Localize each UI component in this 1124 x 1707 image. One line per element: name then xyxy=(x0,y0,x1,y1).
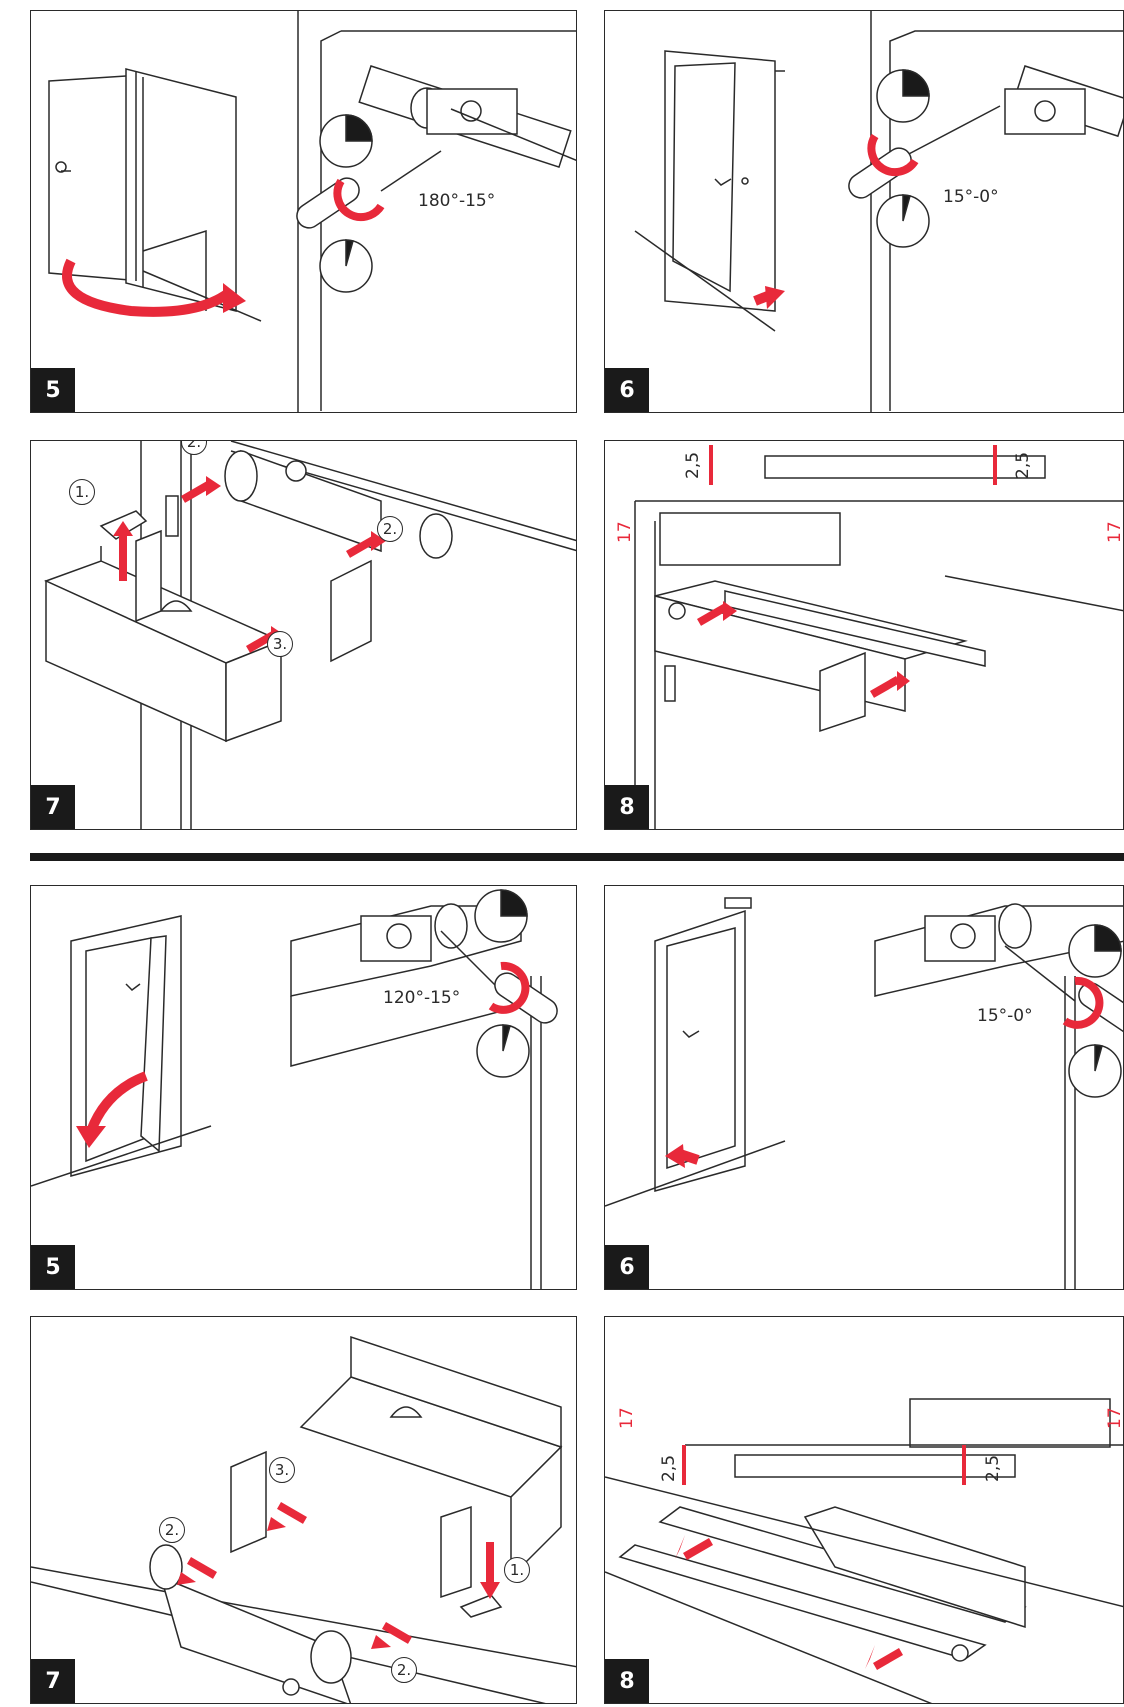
dim-offset-right: 17 xyxy=(1105,521,1124,543)
cover-assembly-illustration xyxy=(44,441,576,829)
dim-offset-right: 17 xyxy=(1105,1407,1124,1429)
panel-step-5-bottom: 120°-15° 5 xyxy=(30,885,577,1290)
rotate-arrow-icon xyxy=(488,961,530,1014)
door-icon xyxy=(634,50,785,332)
door-closer-icon xyxy=(149,1544,352,1703)
rotate-arrow-icon xyxy=(333,178,385,222)
cover-plate-icon xyxy=(299,1335,563,1579)
rotate-arrow-icon xyxy=(62,258,235,317)
door-opening-illustration xyxy=(31,889,558,1289)
cover-assembly-illustration xyxy=(31,1335,576,1703)
step-number-badge: 6 xyxy=(605,1245,649,1289)
door-closing-illustration xyxy=(634,11,1123,412)
cover-plate-icon xyxy=(44,546,283,743)
panel-step-6-bottom: 15°-0° 6 xyxy=(604,885,1124,1290)
cover-plate-icon xyxy=(330,559,372,663)
step-number-badge: 5 xyxy=(31,368,75,412)
dim-gap-right: 2,5 xyxy=(1013,451,1033,479)
dim-gap-right: 2,5 xyxy=(983,1454,1003,1482)
step-number-badge: 7 xyxy=(31,785,75,829)
door-closer-icon xyxy=(290,903,522,997)
angle-label: 15°-0° xyxy=(975,1006,1035,1026)
dim-offset-left: 17 xyxy=(615,521,635,543)
angle-label: 180°-15° xyxy=(416,191,498,211)
panel-step-7-top: 1. 2. 2. 3. 7 xyxy=(30,440,577,830)
dim-offset-left: 17 xyxy=(617,1407,637,1429)
step-number-badge: 6 xyxy=(605,368,649,412)
door-icon xyxy=(605,897,786,1207)
rotate-arrow-icon xyxy=(867,133,919,177)
angle-label: 15°-0° xyxy=(941,187,1001,207)
cover-fitting-illustration xyxy=(634,445,1123,829)
cover-fitting-illustration xyxy=(605,1398,1123,1703)
rotate-arrow-icon xyxy=(86,1071,148,1133)
door-closing-illustration xyxy=(605,897,1123,1289)
panel-step-8-bottom: 17 2,5 2,5 17 8 xyxy=(604,1316,1124,1704)
callout-2b: 2. xyxy=(377,516,403,542)
rotate-arrow-icon xyxy=(1062,976,1104,1029)
panel-step-7-bottom: 3. 2. 1. 2. 7 xyxy=(30,1316,577,1704)
panel-step-5-top: 180°-15° 5 xyxy=(30,10,577,413)
dim-gap-left: 2,5 xyxy=(683,451,703,479)
clock-dial-icon xyxy=(474,889,530,1078)
clock-dial-icon xyxy=(319,114,373,293)
step-number-badge: 5 xyxy=(31,1245,75,1289)
callout-1: 1. xyxy=(504,1557,530,1583)
door-closer-icon xyxy=(224,449,453,559)
door-closer-icon xyxy=(874,903,1123,997)
step-number-badge: 7 xyxy=(31,1659,75,1703)
clock-dial-icon xyxy=(876,69,930,248)
callout-1: 1. xyxy=(69,479,95,505)
callout-2b: 2. xyxy=(391,1657,417,1683)
screwdriver-icon xyxy=(296,150,442,229)
dim-gap-left: 2,5 xyxy=(659,1454,679,1482)
door-closer-icon xyxy=(358,65,576,168)
door-opening-illustration xyxy=(48,11,576,412)
clock-dial-icon xyxy=(1068,924,1122,1098)
callout-3: 3. xyxy=(269,1457,295,1483)
door-icon xyxy=(31,915,212,1187)
angle-label: 120°-15° xyxy=(381,988,463,1008)
step-number-badge: 8 xyxy=(605,1659,649,1703)
callout-2: 2. xyxy=(159,1517,185,1543)
panel-step-6-top: 15°-0° 6 xyxy=(604,10,1124,413)
door-icon xyxy=(48,68,262,322)
section-divider xyxy=(30,853,1124,861)
callout-3: 3. xyxy=(267,631,293,657)
door-closer-icon xyxy=(1004,65,1123,138)
panel-step-8-top: 17 2,5 2,5 17 8 xyxy=(604,440,1124,830)
step-number-badge: 8 xyxy=(605,785,649,829)
